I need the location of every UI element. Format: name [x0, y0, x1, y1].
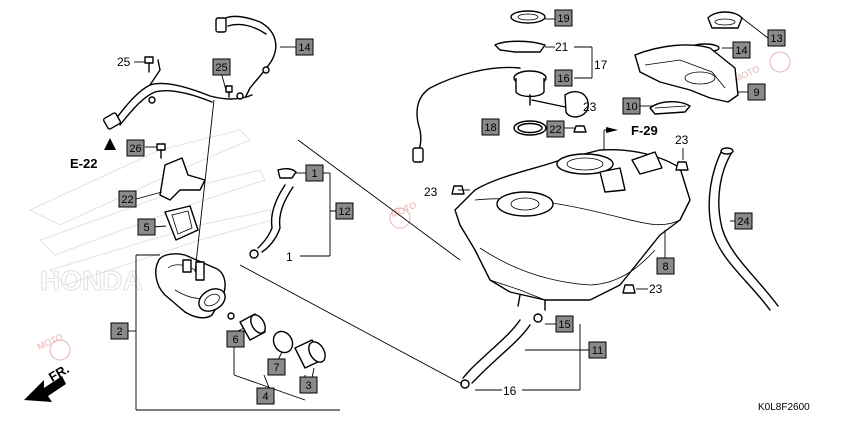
bracket-22	[159, 157, 206, 201]
joint-6	[239, 313, 266, 341]
packing-21	[494, 40, 546, 53]
callout-23-left: 23	[424, 185, 438, 199]
svg-text:8: 8	[662, 261, 668, 273]
callout-22-right: 22	[546, 120, 565, 138]
cap-14	[707, 11, 743, 29]
callout-6: 6	[226, 330, 245, 348]
svg-text:2: 2	[116, 326, 122, 338]
fuel-pump-18	[412, 66, 589, 163]
rubber-5	[164, 205, 199, 241]
callout-3: 3	[299, 376, 318, 394]
callout-11: 11	[588, 341, 607, 359]
svg-text:9: 9	[753, 87, 759, 99]
callout-1-plain: 1	[286, 250, 293, 264]
svg-text:22: 22	[549, 124, 561, 136]
svg-text:26: 26	[129, 143, 141, 155]
callout-13: 13	[767, 29, 786, 47]
callout-10: 10	[622, 97, 641, 115]
bolt-small	[225, 85, 233, 98]
svg-text:18: 18	[484, 122, 496, 134]
bolt-23-b	[675, 161, 689, 171]
svg-text:7: 7	[273, 362, 279, 374]
svg-text:F-29: F-29	[631, 123, 658, 138]
callout-9: 9	[747, 83, 766, 101]
callout-1-box: 1	[305, 164, 324, 182]
callout-5: 5	[137, 218, 156, 236]
gasket-10	[649, 101, 691, 115]
svg-text:14: 14	[298, 42, 310, 54]
svg-text:10: 10	[625, 101, 637, 113]
leader-lines	[128, 17, 769, 411]
svg-text:3: 3	[305, 380, 311, 392]
callout-17: 17	[594, 58, 608, 72]
clip-small	[227, 312, 235, 320]
callout-16-box: 15	[555, 315, 574, 333]
callout-20: 19	[554, 9, 573, 27]
hose-12	[249, 167, 297, 259]
callout-4: 4	[256, 387, 275, 405]
callout-2: 2	[110, 322, 129, 340]
callout-19: 18	[481, 118, 500, 136]
callout-16-plain: 16	[503, 384, 517, 398]
cap-3	[294, 339, 326, 369]
svg-text:14: 14	[735, 45, 747, 57]
oring-7	[272, 330, 294, 354]
ref-f29: F-29	[606, 123, 658, 138]
callout-25-box: 25	[212, 58, 231, 76]
svg-text:19: 19	[557, 13, 569, 25]
cover-9	[634, 44, 739, 103]
svg-text:MOTO: MOTO	[389, 200, 418, 220]
oring-19	[513, 120, 547, 136]
callout-8: 8	[656, 257, 675, 275]
bolt-23-a	[573, 125, 587, 133]
svg-text:24: 24	[737, 216, 749, 228]
fuel-pump-unit	[155, 253, 226, 319]
callout-23-bottom: 23	[649, 282, 663, 296]
honda-wing-watermark: HONDA	[28, 129, 273, 297]
svg-text:12: 12	[338, 206, 350, 218]
callout-21: 21	[555, 40, 569, 54]
callout-18: 16	[554, 69, 573, 87]
callout-23-center: 23	[583, 100, 597, 114]
svg-text:13: 13	[770, 33, 782, 45]
callout-12: 12	[335, 202, 354, 220]
svg-text:HONDA: HONDA	[40, 265, 143, 296]
ref-e22: E-22	[70, 138, 116, 171]
moto-watermark-center: MOTO	[389, 200, 418, 229]
svg-text:11: 11	[592, 345, 603, 357]
fuel-tank	[454, 148, 691, 311]
callout-22: 22	[118, 190, 137, 208]
svg-text:25: 25	[215, 62, 227, 74]
diagram-code: K0L8F2600	[758, 402, 810, 413]
callout-7: 7	[267, 358, 286, 376]
svg-text:E-22: E-22	[70, 156, 97, 171]
callout-23-right: 23	[675, 133, 689, 147]
svg-text:4: 4	[262, 391, 268, 403]
bolt-23-d	[622, 284, 636, 294]
svg-text:1: 1	[311, 168, 317, 180]
wire-harness	[102, 15, 277, 130]
callout-14: 14	[732, 41, 751, 59]
ref-fr-arrow: FR.	[24, 361, 72, 402]
ring-20	[510, 10, 546, 24]
callout-25-plain: 25	[117, 55, 131, 69]
callout-24: 24	[734, 212, 753, 230]
svg-text:5: 5	[143, 222, 149, 234]
svg-text:FR.: FR.	[46, 361, 72, 384]
svg-text:16: 16	[557, 73, 569, 85]
callout-15: 14	[295, 38, 314, 56]
hose-11	[460, 313, 543, 389]
svg-text:22: 22	[121, 194, 133, 206]
callout-26: 26	[126, 139, 145, 157]
svg-text:15: 15	[558, 319, 570, 331]
moto-watermark-left: MOTO	[36, 331, 71, 361]
bolt-25	[144, 56, 154, 73]
hose-24	[708, 147, 779, 311]
svg-text:6: 6	[232, 334, 238, 346]
